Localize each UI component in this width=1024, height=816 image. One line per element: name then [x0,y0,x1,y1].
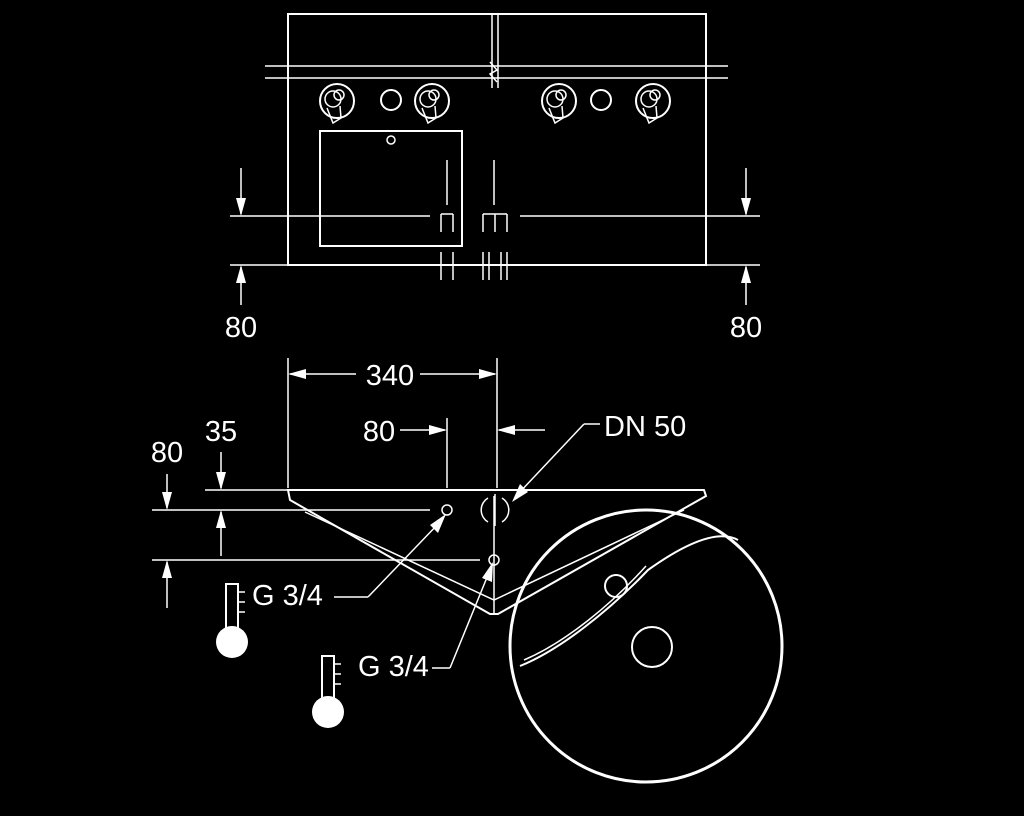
drain-symbol [480,494,510,526]
dim-height-right: 80 [730,312,762,344]
dim-width-top: 340 [366,360,414,392]
tap-hole [590,89,612,111]
basin-drain [631,626,673,668]
plan-view: 340 80 35 80 [151,358,784,784]
tap-hole [380,89,402,111]
tap-icon [319,83,355,125]
access-panel [319,130,463,247]
dim-offset-side: 35 [205,416,237,448]
basin-tap-hole [604,574,628,598]
dim-offset-vertical: 80 [151,437,183,469]
label-supply-cold: G 3/4 [252,580,323,612]
tap-icon [635,83,671,125]
front-view: 80 80 [225,13,762,344]
wash-trough-outline [286,489,708,615]
label-supply-hot: G 3/4 [358,651,429,683]
thermometer-icon [312,655,344,728]
tap-icon [414,83,450,125]
wall-panel [287,13,707,266]
tap-icon [541,83,577,125]
round-basin [508,508,784,784]
dim-offset-inner: 80 [363,416,395,448]
dim-height-left: 80 [225,312,257,344]
thermometer-icon [216,583,248,658]
label-drain: DN 50 [604,411,686,443]
